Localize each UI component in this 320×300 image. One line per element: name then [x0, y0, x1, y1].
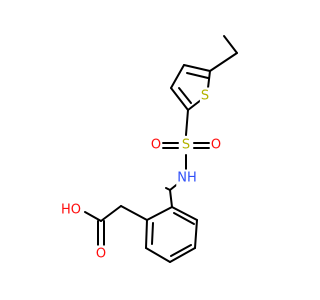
bond-c4b-c3b: [145, 247, 171, 263]
sulfur-sulfonyl-label: S: [182, 138, 190, 153]
atom-label-halo: [94, 245, 108, 263]
oxygen-sulfonyl-right-label: O: [211, 138, 221, 153]
bond-ch2-c1: [169, 189, 173, 208]
atom-label-halo: [180, 136, 192, 154]
bond-c3b-c2b: [145, 219, 148, 249]
bond-c5-c4b-inner: [170, 244, 192, 257]
bond-c2-s-ring: [187, 99, 202, 111]
bond-c2-s-sulfonyl: [185, 109, 189, 136]
bond-group: [84, 35, 238, 263]
bond-c3b-c2b-inner: [151, 222, 154, 245]
bond-c2b-c1: [146, 206, 173, 221]
sulfur-ring-label: S: [201, 89, 209, 104]
oxygen-sulfonyl-left-label: O: [151, 138, 161, 153]
atom-label-halo: [59, 201, 83, 219]
oxygen-hydroxyl-label: HO: [61, 203, 81, 218]
atom-label-halo: [199, 87, 211, 105]
molecule-structure: S S O O NH HO O: [59, 35, 238, 263]
atom-label-halo: [176, 169, 198, 187]
bond-ethyl-ch2: [209, 52, 238, 72]
bond-ethyl-ch3: [223, 35, 238, 54]
bond-c3-c2-inner: [178, 87, 192, 104]
bond-c1-c6: [171, 206, 198, 221]
bond-c5-c4b: [169, 247, 196, 263]
bond-c3-c2: [170, 87, 189, 111]
bond-c6-c5: [194, 219, 198, 249]
bond-c5-c4: [183, 64, 211, 72]
bond-ch2-cooh: [100, 205, 122, 222]
bond-c4-c3: [170, 64, 185, 89]
molecule-canvas: S S O O NH HO O: [59, 35, 238, 263]
bond-c-oh: [84, 211, 102, 222]
nitrogen-amide-label: NH: [177, 171, 197, 186]
bond-ring-ch2-acid: [120, 205, 148, 221]
atom-label-halo: [209, 136, 223, 154]
bond-c1-c6-inner: [173, 212, 195, 225]
oxygen-carbonyl-label: O: [96, 247, 106, 262]
atom-label-group: S S O O NH HO O: [59, 87, 223, 263]
bond-c4-c5-inner: [186, 72, 209, 79]
bond-s-ring-c5: [207, 70, 211, 89]
atom-label-halo: [149, 136, 163, 154]
